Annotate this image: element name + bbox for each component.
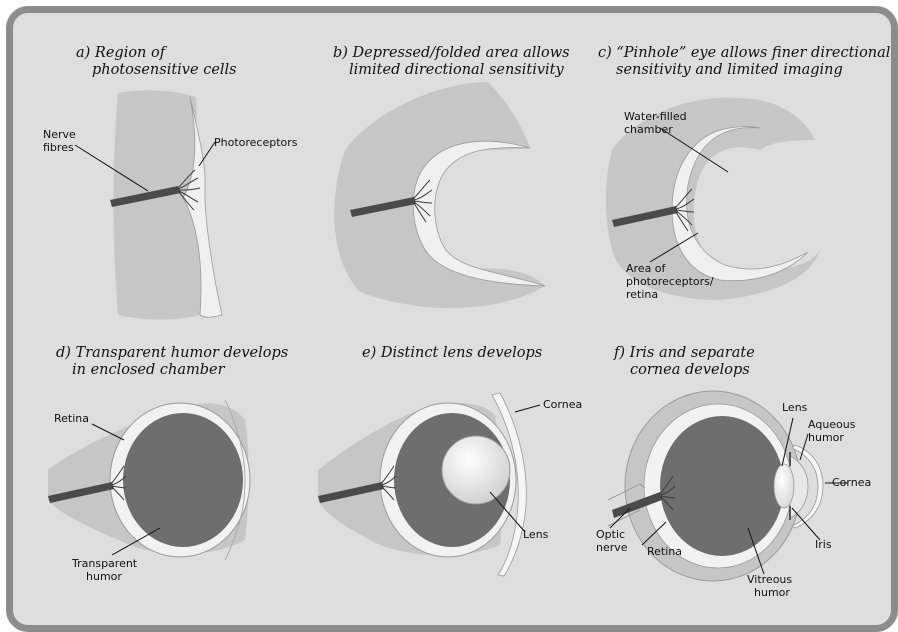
caption-line: limited directional sensitivity [333, 62, 570, 79]
optic-nerve-label: Optic nerve [596, 528, 628, 554]
lens-label: Lens [523, 528, 548, 541]
label-line: humor [808, 431, 856, 444]
cornea-label: Cornea [543, 398, 582, 411]
label-line: Area of [626, 262, 714, 275]
label-line: retina [626, 288, 714, 301]
caption-line: d) Transparent humor develops [56, 345, 288, 362]
panel-c-caption: c) “Pinhole” eye allows finer directiona… [598, 45, 890, 79]
lens [442, 436, 510, 504]
label-line: Nerve [43, 128, 76, 141]
label-line: Aqueous [808, 418, 856, 431]
label-line: photoreceptors/ [626, 275, 714, 288]
caption-line: cornea develops [614, 362, 755, 379]
label-line: humor [72, 570, 137, 583]
cornea-label: Cornea [832, 476, 871, 489]
panel-b-illustration [334, 82, 545, 308]
label-line: nerve [596, 541, 628, 554]
caption-line: c) “Pinhole” eye allows finer directiona… [598, 45, 890, 62]
panel-f-caption: f) Iris and separate cornea develops [614, 345, 755, 379]
label-line: Water-filled [624, 110, 687, 123]
lens [774, 464, 794, 508]
retina-label: Retina [54, 412, 89, 425]
label-line: chamber [624, 123, 687, 136]
label-line: fibres [43, 141, 76, 154]
vitreous-humor-label: Vitreous humor [747, 573, 792, 599]
aqueous-humor-label: Aqueous humor [808, 418, 856, 444]
caption-line: b) Depressed/folded area allows [333, 45, 570, 62]
vitreous-humor [660, 416, 784, 556]
panel-d-caption: d) Transparent humor develops in enclose… [56, 345, 288, 379]
label-line: Vitreous [747, 573, 792, 586]
caption-line: photosensitive cells [76, 62, 237, 79]
caption-line: in enclosed chamber [56, 362, 288, 379]
iris-label: Iris [815, 538, 832, 551]
caption-line: a) Region of [76, 45, 237, 62]
lens-label: Lens [782, 401, 807, 414]
label-line: humor [747, 586, 792, 599]
panel-e-caption: e) Distinct lens develops [362, 345, 542, 362]
water-filled-chamber-label: Water-filled chamber [624, 110, 687, 136]
caption-line: sensitivity and limited imaging [598, 62, 890, 79]
panel-e-illustration [318, 393, 540, 576]
panel-b-caption: b) Depressed/folded area allows limited … [333, 45, 570, 79]
label-line: Optic [596, 528, 628, 541]
transparent-humor [123, 413, 243, 547]
panel-a-caption: a) Region of photosensitive cells [76, 45, 237, 79]
transparent-humor-label: Transparent humor [72, 557, 137, 583]
retina-label: Retina [647, 545, 682, 558]
label-line: Transparent [72, 557, 137, 570]
panel-a-illustration [75, 90, 222, 319]
nerve-fibres-label: Nerve fibres [43, 128, 76, 154]
photoreceptors-label: Photoreceptors [214, 136, 298, 149]
cornea-leader-line [515, 405, 540, 412]
photoreceptor-area-label: Area of photoreceptors/ retina [626, 262, 714, 301]
caption-line: f) Iris and separate [614, 345, 755, 362]
caption-line: e) Distinct lens develops [362, 345, 542, 362]
tissue-mass [334, 82, 545, 308]
